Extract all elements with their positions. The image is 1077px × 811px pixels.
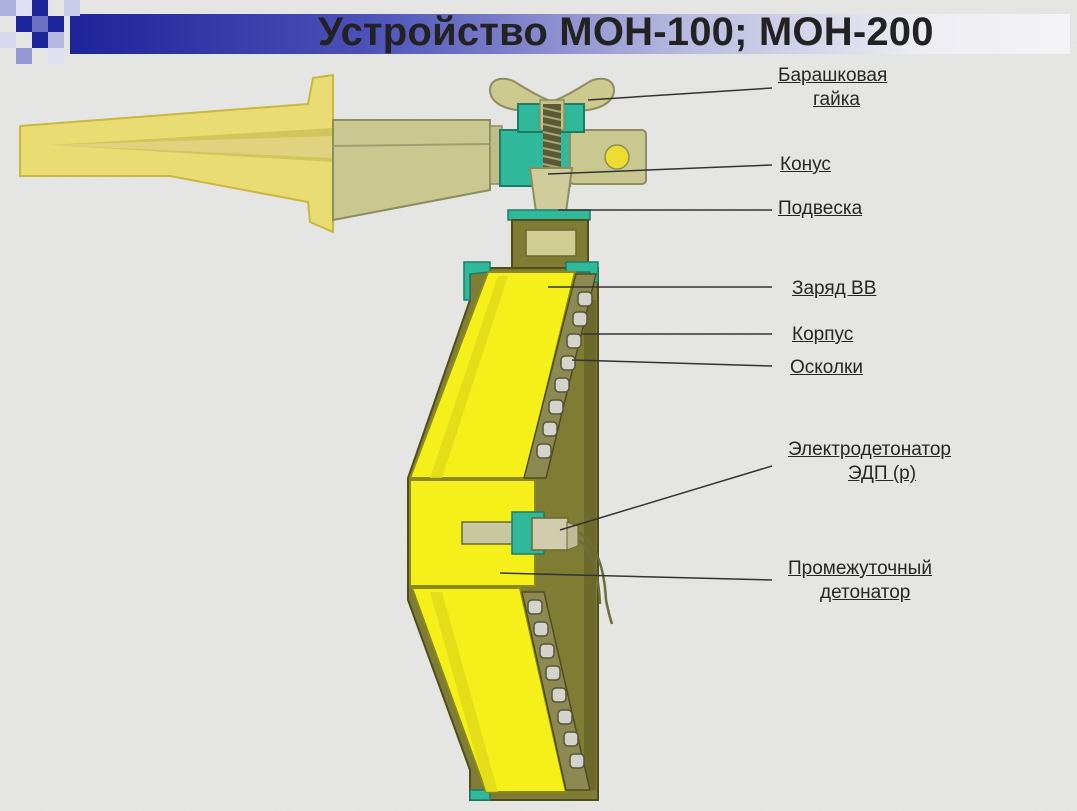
header-tile — [0, 0, 16, 16]
pivot-hole — [604, 144, 630, 170]
header-tile — [16, 48, 32, 64]
header-tile — [16, 16, 32, 32]
label-detonator-line2: ЭДП (р) — [848, 463, 917, 484]
label-fragments: Осколки — [790, 357, 863, 378]
header-tile — [32, 0, 48, 16]
label-wing-nut: Барашковая гайка — [778, 64, 887, 112]
label-wing-nut-line2: гайка — [813, 89, 860, 110]
label-intermediate-detonator: Промежуточный детонатор — [788, 557, 932, 605]
label-charge: Заряд ВВ — [792, 278, 877, 299]
label-intermediate-line1: Промежуточный — [788, 558, 932, 579]
explosive-charge — [408, 271, 577, 793]
header-tile — [32, 32, 48, 48]
label-cone: Конус — [780, 154, 831, 175]
leader-lines — [499, 87, 773, 581]
stake — [19, 73, 334, 234]
detonator-assembly — [461, 511, 579, 555]
header-tile — [48, 32, 64, 48]
header-tile — [16, 0, 32, 16]
label-suspension: Подвеска — [778, 198, 863, 219]
header-tile — [48, 48, 64, 64]
label-body: Корпус — [792, 324, 854, 345]
header-gradient-bar — [70, 14, 1070, 54]
label-detonator-line1: Электродетонатор — [788, 439, 951, 460]
label-intermediate-line2: детонатор — [820, 582, 911, 603]
detonator-wires — [577, 530, 614, 625]
page-title: Устройство МОН-100; МОН-200 — [318, 10, 934, 54]
label-detonator: Электродетонатор ЭДП (р) — [788, 438, 951, 486]
clamp-arm — [332, 119, 647, 222]
header-tile — [0, 32, 16, 48]
fragments-layer — [521, 273, 597, 791]
threaded-bolt — [542, 104, 562, 184]
header-tile — [64, 0, 80, 16]
header-tile — [48, 16, 64, 32]
label-wing-nut-line1: Барашковая — [778, 65, 888, 86]
header-tile — [32, 16, 48, 32]
